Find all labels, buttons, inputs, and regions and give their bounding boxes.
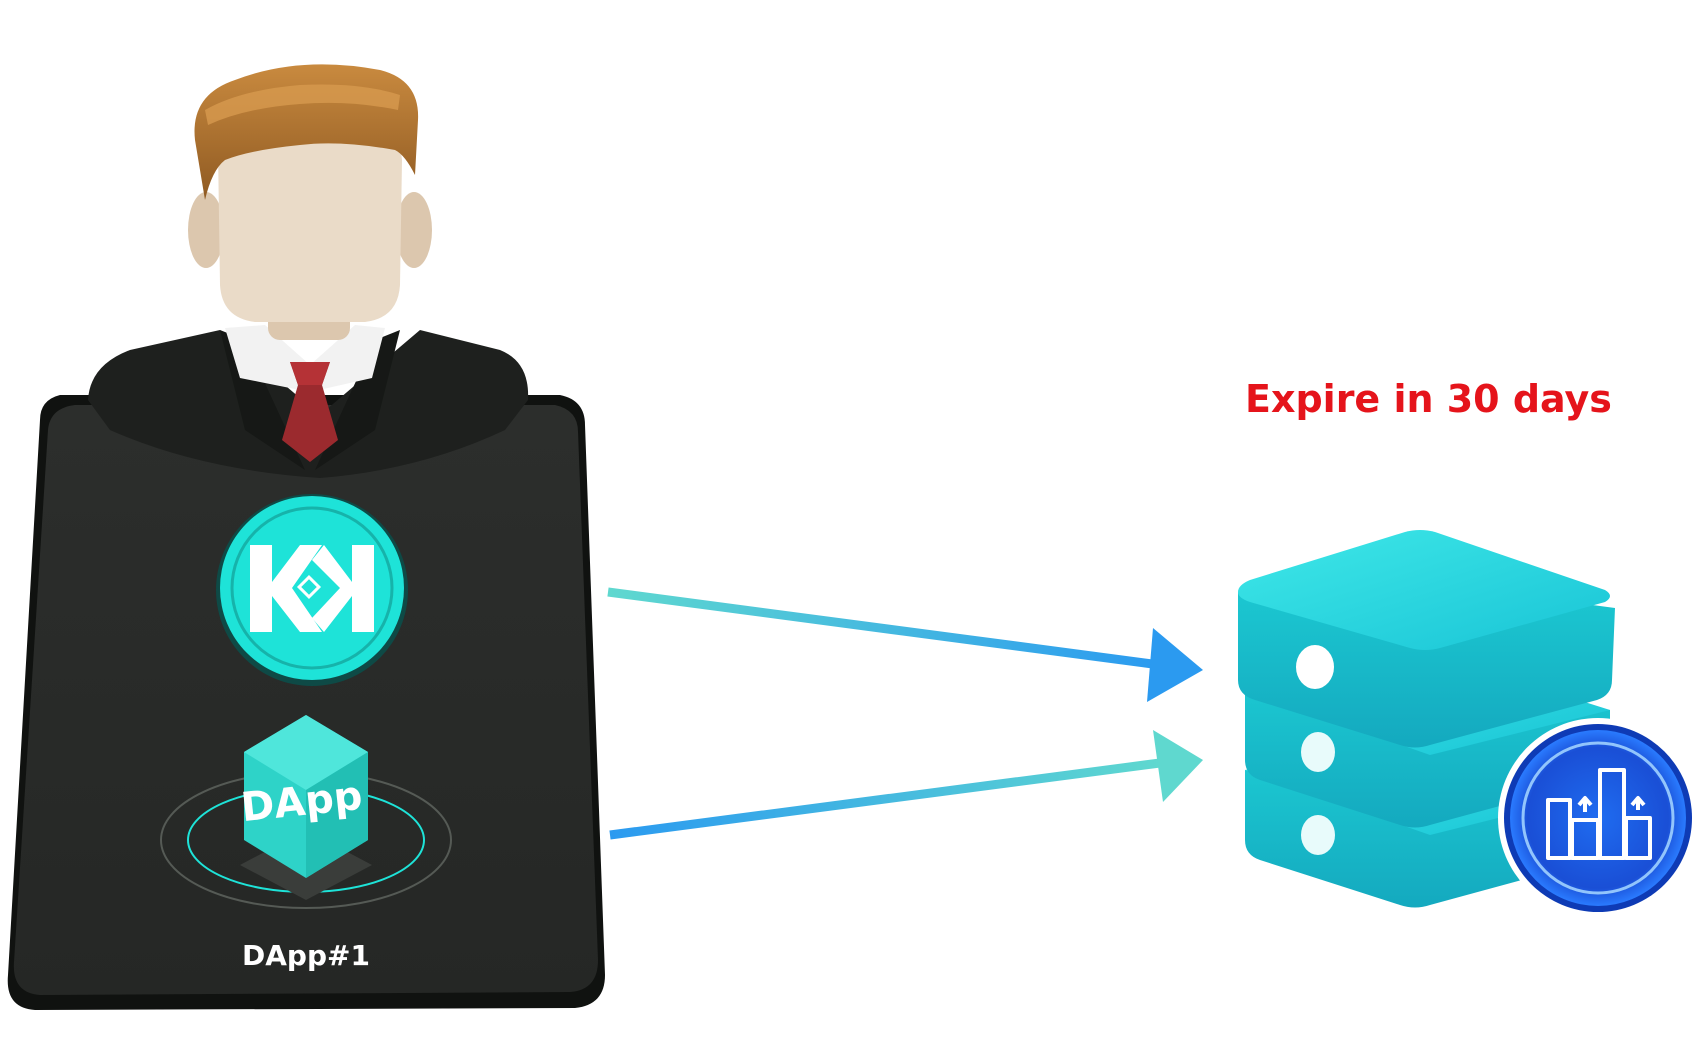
ear-right — [396, 192, 432, 268]
dapp-cube-icon: DApp — [160, 715, 452, 909]
arrow-top — [607, 587, 1203, 702]
server-unit-1 — [1238, 530, 1615, 748]
bar-chart-icon — [1498, 718, 1698, 918]
dapp-caption: DApp#1 — [242, 939, 370, 972]
expire-notice: Expire in 30 days — [1245, 377, 1612, 421]
face — [218, 128, 402, 322]
server-stack-icon — [1238, 530, 1698, 918]
server-light-1 — [1296, 645, 1334, 689]
arrow-bottom — [609, 730, 1203, 840]
jacket — [88, 330, 529, 478]
tie-knot — [290, 362, 330, 385]
shirt-collar — [225, 325, 385, 392]
server-light-2 — [1301, 732, 1335, 772]
card-body — [13, 405, 599, 995]
hair-highlight — [205, 84, 400, 125]
server-light-3 — [1301, 815, 1335, 855]
kk-logo-icon — [216, 494, 408, 686]
ear-left — [188, 192, 224, 268]
tie — [282, 362, 338, 462]
user-avatar-card: DApp DApp#1 — [7, 64, 605, 1010]
